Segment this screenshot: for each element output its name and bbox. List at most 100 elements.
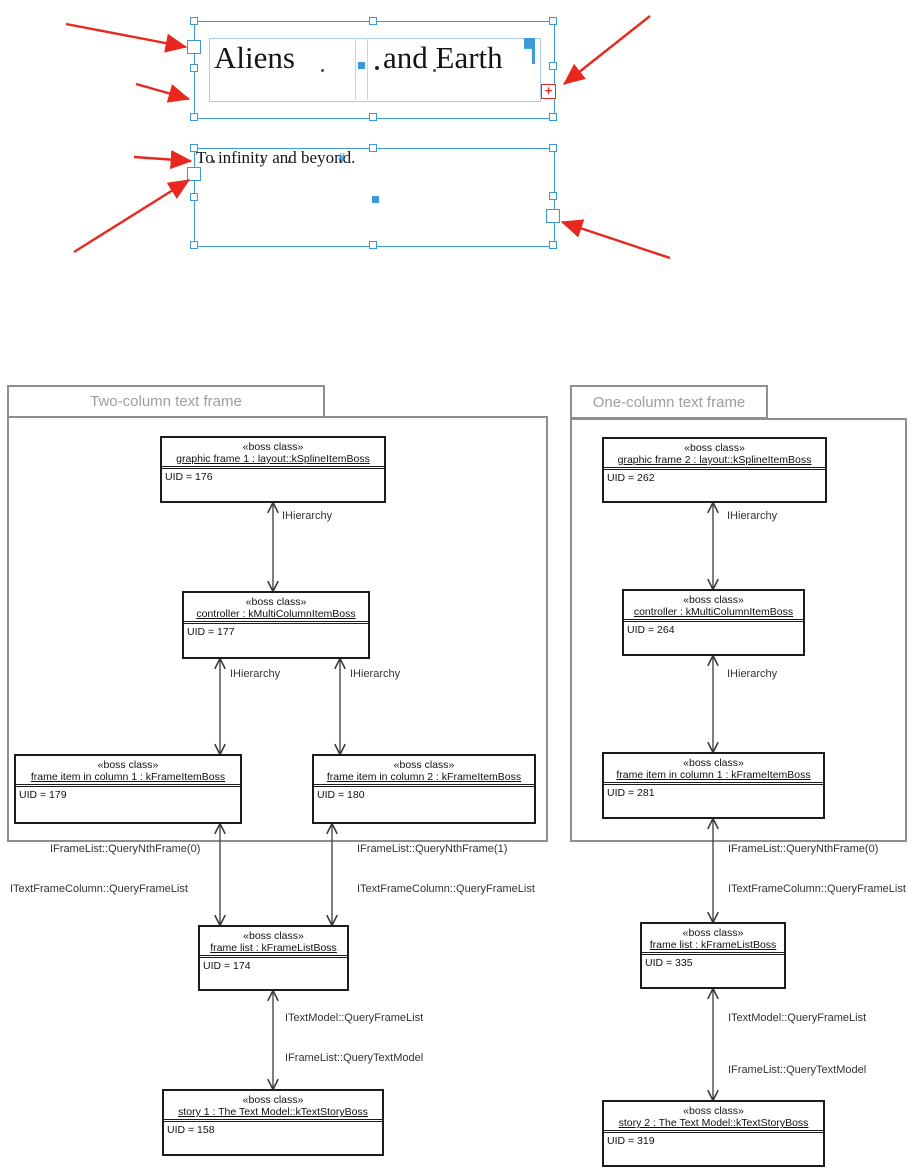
boss-name: story 2 : The Text Model::kTextStoryBoss (618, 1117, 809, 1129)
uid-value: UID = 177 (187, 626, 235, 638)
red-arrow-icon (560, 219, 671, 260)
red-arrow-pointer-group (65, 15, 671, 260)
stereotype: «boss class» (393, 759, 455, 771)
interface-label: IFrameList::QueryNthFrame(0) (728, 843, 879, 855)
overset-indicator[interactable]: + (541, 84, 556, 99)
boss-name: graphic frame 2 : layout::kSplineItemBos… (617, 454, 812, 466)
handle-left-center[interactable] (190, 193, 198, 201)
uml-box-controller: «boss class» controller : kMultiColumnIt… (182, 591, 370, 659)
column2-text[interactable]: and Earth (383, 40, 503, 75)
uml-connectors-left (214, 500, 346, 1092)
interface-label: ITextFrameColumn::QueryFrameList (357, 883, 535, 895)
blue-marker (358, 62, 365, 69)
uml-box-controller: «boss class» controller : kMultiColumnIt… (622, 589, 805, 656)
stereotype: «boss class» (683, 594, 744, 606)
uml-box-story-2: «boss class» story 2 : The Text Model::k… (602, 1100, 825, 1167)
column-gutter-line (355, 38, 356, 100)
stereotype: «boss class» (242, 1094, 304, 1106)
hidden-char-dot (433, 69, 436, 72)
boss-name: frame list : kFrameListBoss (210, 942, 337, 954)
uid-value: UID = 335 (645, 957, 693, 969)
package-title: One-column text frame (592, 393, 746, 411)
column-gutter-line (367, 38, 368, 100)
uml-box-graphic-frame-2: «boss class» graphic frame 2 : layout::k… (602, 437, 827, 503)
stereotype: «boss class» (242, 441, 304, 453)
handle-bottom-right[interactable] (549, 113, 557, 121)
stereotype: «boss class» (684, 442, 745, 454)
uml-box-graphic-frame-1: «boss class» graphic frame 1 : layout::k… (160, 436, 386, 503)
handle-bottom-left[interactable] (190, 113, 198, 121)
boss-name: frame item in column 1 : kFrameItemBoss (30, 771, 226, 783)
uid-value: UID = 264 (627, 624, 675, 636)
boss-name: frame item in column 1 : kFrameItemBoss (616, 769, 811, 781)
uml-box-frame-list: «boss class» frame list : kFrameListBoss… (640, 922, 786, 989)
package-one-column (570, 418, 907, 842)
uid-value: UID = 176 (165, 471, 213, 483)
boss-name: frame item in column 2 : kFrameItemBoss (326, 771, 522, 783)
interface-label: IHierarchy (350, 668, 401, 680)
uid-value: UID = 158 (167, 1124, 215, 1136)
uid-value: UID = 174 (203, 960, 251, 972)
stereotype: «boss class» (243, 930, 304, 942)
uid-value: UID = 180 (317, 789, 365, 801)
column1-text[interactable]: Aliens (214, 40, 295, 75)
package-tab-two-column: Two-column text frame (7, 385, 325, 418)
overset-plus-icon: + (544, 83, 553, 98)
interface-label: IFrameList::QueryNthFrame(0) (50, 843, 201, 855)
handle-top-left[interactable] (190, 144, 198, 152)
handle-left-center[interactable] (190, 64, 198, 72)
text-frame-inset (209, 38, 541, 102)
red-arrow-icon (65, 22, 188, 53)
package-tab-one-column: One-column text frame (570, 385, 768, 419)
interface-label: IHierarchy (230, 668, 281, 680)
interface-label: IFrameList::QueryNthFrame(1) (357, 843, 508, 855)
interface-label: ITextModel::QueryFrameList (285, 1012, 424, 1024)
interface-label: ITextFrameColumn::QueryFrameList (728, 883, 906, 895)
stereotype: «boss class» (683, 1105, 744, 1117)
interface-label: IHierarchy (282, 510, 333, 522)
handle-top-right[interactable] (549, 144, 557, 152)
handle-right-large[interactable] (546, 209, 560, 223)
hidden-char-dot (288, 160, 291, 163)
interface-label: ITextFrameColumn::QueryFrameList (10, 883, 188, 895)
stereotype: «boss class» (97, 759, 159, 771)
boss-name: frame list : kFrameListBoss (649, 939, 777, 951)
uid-value: UID = 179 (19, 789, 67, 801)
uid-value: UID = 319 (607, 1135, 655, 1147)
frame2-text[interactable]: To infinity and beyond. (196, 148, 356, 167)
boss-name: controller : kMultiColumnItemBoss (196, 608, 356, 620)
red-arrow-icon (135, 82, 191, 103)
handle-right-center[interactable] (549, 192, 557, 200)
uml-box-frame-list: «boss class» frame list : kFrameListBoss… (198, 925, 349, 991)
uml-box-frame-item-1: «boss class» frame item in column 1 : kF… (602, 752, 825, 819)
interface-label: ITextModel::QueryFrameList (728, 1012, 867, 1024)
stereotype: «boss class» (682, 927, 744, 939)
handle-left-large[interactable] (187, 40, 201, 54)
handle-right-center[interactable] (549, 62, 557, 70)
handle-top-left[interactable] (190, 17, 198, 25)
package-title: Two-column text frame (90, 393, 242, 410)
blue-marker (372, 196, 379, 203)
uml-box-frame-item-2: «boss class» frame item in column 2 : kF… (312, 754, 536, 824)
hidden-char-dot (375, 66, 379, 70)
handle-top-center[interactable] (369, 144, 377, 152)
hidden-char-dot (212, 160, 215, 163)
hidden-char-dot (321, 69, 324, 72)
stereotype: «boss class» (683, 757, 744, 769)
handle-bottom-left[interactable] (190, 241, 198, 249)
handle-left-large[interactable] (187, 167, 201, 181)
uid-value: UID = 281 (607, 787, 655, 799)
end-of-story-marker-icon: # (338, 150, 346, 165)
handle-bottom-center[interactable] (369, 241, 377, 249)
uml-box-story-1: «boss class» story 1 : The Text Model::k… (162, 1089, 384, 1156)
handle-bottom-right[interactable] (549, 241, 557, 249)
handle-top-right[interactable] (549, 17, 557, 25)
hidden-char-dot (261, 160, 264, 163)
boss-name: controller : kMultiColumnItemBoss (633, 606, 794, 618)
handle-bottom-center[interactable] (369, 113, 377, 121)
interface-label: IHierarchy (727, 668, 778, 680)
handle-top-center[interactable] (369, 17, 377, 25)
boss-name: graphic frame 1 : layout::kSplineItemBos… (176, 453, 370, 465)
uid-value: UID = 262 (607, 472, 655, 484)
uml-box-frame-item-1: «boss class» frame item in column 1 : kF… (14, 754, 242, 824)
